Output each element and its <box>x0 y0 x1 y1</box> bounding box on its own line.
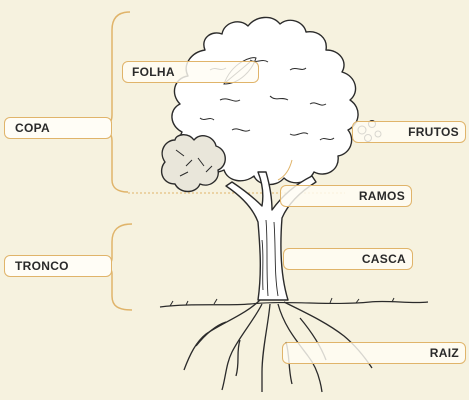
ground-line <box>159 300 429 308</box>
label-casca: CASCA <box>283 248 413 270</box>
label-ramos: RAMOS <box>280 185 412 207</box>
tree-roots <box>183 299 373 393</box>
grass <box>169 297 395 307</box>
tree-trunk <box>225 171 317 301</box>
tree-crown <box>160 16 359 193</box>
label-folha: FOLHA <box>122 61 259 83</box>
label-tronco: TRONCO <box>4 255 112 277</box>
copa-bracket <box>70 11 131 193</box>
label-frutos: FRUTOS <box>352 121 466 143</box>
label-copa: COPA <box>4 117 112 139</box>
bark-lines <box>261 219 279 297</box>
label-raiz: RAIZ <box>282 342 466 364</box>
label-pointers <box>277 159 293 181</box>
